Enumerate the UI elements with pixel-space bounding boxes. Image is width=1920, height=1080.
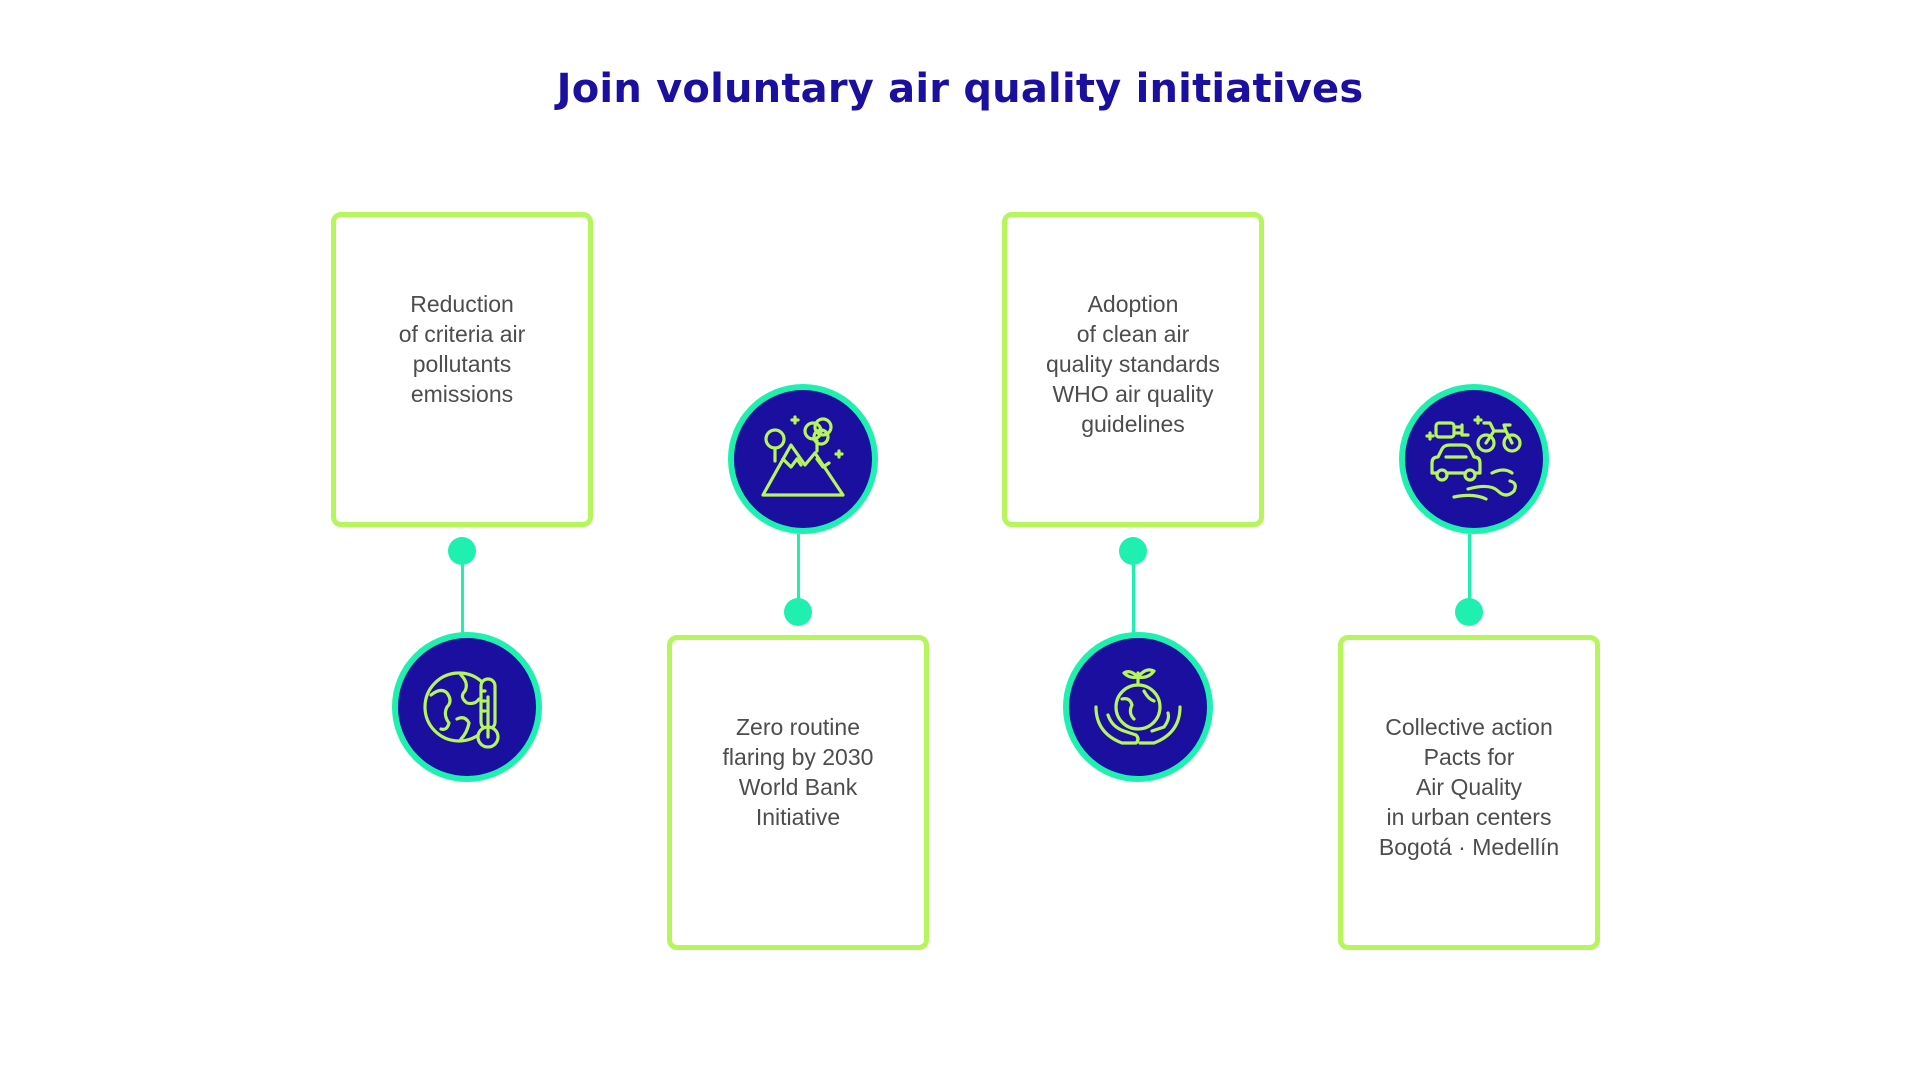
- car-bike-wind-icon: [1425, 415, 1522, 501]
- card-3-line-3: quality standards: [1046, 351, 1220, 377]
- connector-line-3: [1132, 560, 1135, 635]
- card-1-line-4: emissions: [410, 381, 514, 407]
- page-title: Join voluntary air quality initiatives: [556, 66, 1364, 112]
- card-4-line-4: in urban centers: [1386, 804, 1552, 830]
- card-1-line-1: Reduction: [410, 291, 514, 317]
- card-3-line-4: WHO air quality: [1052, 381, 1214, 407]
- hands-holding-earth-icon: [1094, 668, 1182, 745]
- card-4-line-3: Air Quality: [1415, 774, 1523, 800]
- globe-thermometer-icon: [423, 671, 500, 749]
- card-1-line-3: pollutants: [412, 351, 512, 377]
- card-2-line-1: Zero routine: [735, 714, 860, 740]
- card-2-line-4: Initiative: [755, 804, 841, 830]
- connector-line-1: [461, 560, 464, 635]
- card-4-line-1: Collective action: [1385, 714, 1553, 740]
- mountain-trees-icon: [761, 415, 845, 497]
- connector-dot-4: [1455, 598, 1483, 626]
- connector-line-2: [797, 534, 800, 608]
- initiative-icon-circle-2: [728, 384, 878, 534]
- card-4-line-5: Bogotá · Medellín: [1378, 834, 1560, 860]
- initiative-card-1: Reduction of criteria air pollutants emi…: [331, 212, 593, 527]
- initiative-icon-circle-3: [1063, 632, 1213, 782]
- initiative-card-4: Collective action Pacts for Air Quality …: [1338, 635, 1600, 950]
- initiative-card-3: Adoption of clean air quality standards …: [1002, 212, 1264, 527]
- card-2-line-3: World Bank: [738, 774, 858, 800]
- initiative-icon-circle-4: [1399, 384, 1549, 534]
- card-3-line-1: Adoption: [1087, 291, 1179, 317]
- card-2-line-2: flaring by 2030: [722, 744, 874, 770]
- card-1-line-2: of criteria air: [398, 321, 526, 347]
- initiative-card-2: Zero routine flaring by 2030 World Bank …: [667, 635, 929, 950]
- connector-line-4: [1468, 534, 1471, 608]
- card-3-line-5: guidelines: [1081, 411, 1185, 437]
- card-4-line-2: Pacts for: [1423, 744, 1515, 770]
- connector-dot-2: [784, 598, 812, 626]
- initiative-icon-circle-1: [392, 632, 542, 782]
- card-3-line-2: of clean air: [1076, 321, 1190, 347]
